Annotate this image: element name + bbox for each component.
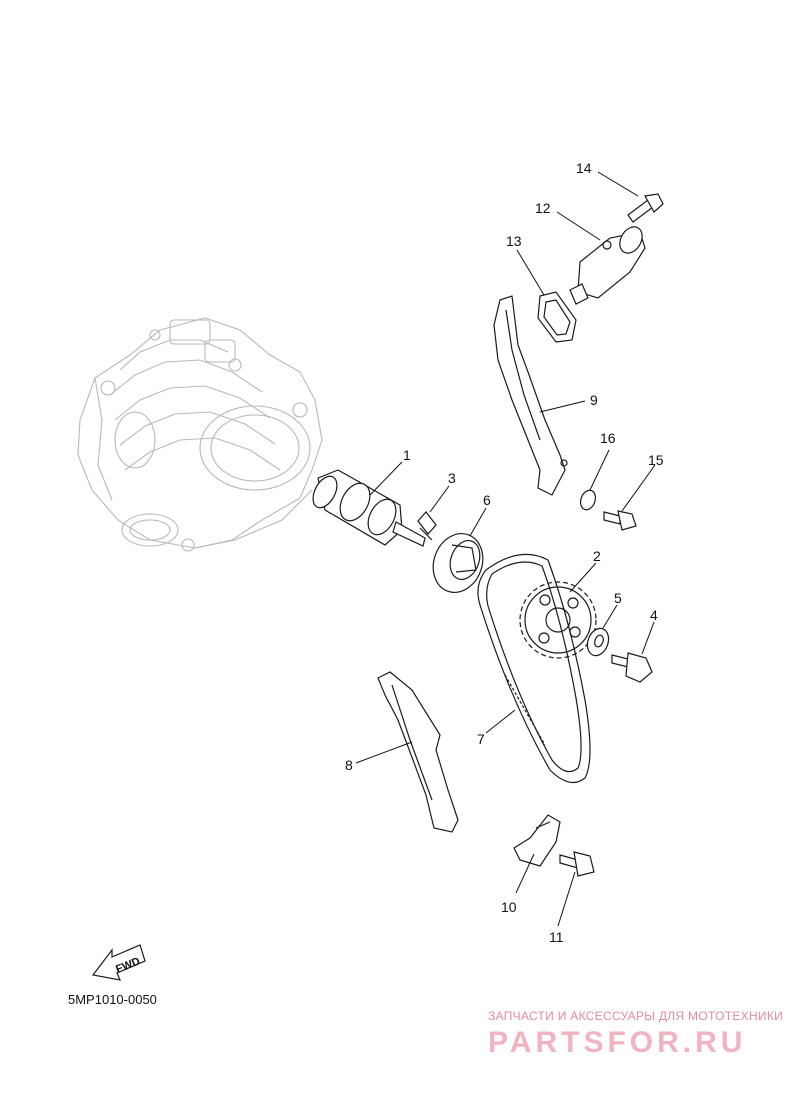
stopper-guide-bolt: [559, 851, 595, 877]
diagram-code: 5MP1010-0050: [68, 992, 157, 1007]
guide-bolt-washer: [579, 489, 597, 511]
cam-chain-tensioner: [569, 226, 646, 305]
leader-lines: [355, 171, 656, 927]
callout-9: 9: [590, 392, 598, 408]
tensioner-gasket: [537, 291, 577, 343]
callout-5: 5: [614, 590, 622, 606]
cam-washer: [432, 533, 484, 593]
cam-sprocket: [519, 581, 597, 659]
callout-16: 16: [600, 430, 616, 446]
callout-12: 12: [535, 200, 551, 216]
callout-10: 10: [501, 899, 517, 915]
callout-14: 14: [576, 160, 592, 176]
callout-7: 7: [477, 731, 485, 747]
chain-guide-lower: [377, 671, 459, 833]
callout-labels: 1 2 3 4 5 6 7 8 9 10 11 12 13 14 15 16: [345, 160, 664, 945]
callout-2: 2: [593, 548, 601, 564]
watermark: ЗАПЧАСТИ И АКСЕССУАРЫ ДЛЯ МОТОТЕХНИКИ PA…: [488, 1009, 783, 1059]
callout-8: 8: [345, 757, 353, 773]
camshaft: [312, 469, 426, 547]
callout-13: 13: [506, 233, 522, 249]
chain-guide-upper: [493, 295, 568, 496]
sprocket-bolt: [611, 652, 653, 683]
cylinder-head-illustration: [77, 317, 323, 552]
chain-stopper-guide: [513, 814, 561, 867]
callout-6: 6: [483, 492, 491, 508]
sprocket-washer: [586, 627, 610, 657]
callout-11: 11: [549, 929, 564, 945]
watermark-brand: PARTSFOR.RU: [488, 1026, 746, 1059]
callout-15: 15: [648, 452, 664, 468]
cam-chain: [477, 553, 591, 784]
callout-1: 1: [403, 447, 411, 463]
tensioner-cap-bolt: [627, 193, 664, 223]
callout-3: 3: [448, 470, 456, 486]
forward-direction-arrow: FWD: [91, 944, 146, 981]
watermark-tagline: ЗАПЧАСТИ И АКСЕССУАРЫ ДЛЯ МОТОТЕХНИКИ: [488, 1009, 783, 1023]
guide-bolt: [603, 510, 637, 531]
dowel-pin: [417, 511, 437, 541]
callout-4: 4: [650, 607, 658, 623]
